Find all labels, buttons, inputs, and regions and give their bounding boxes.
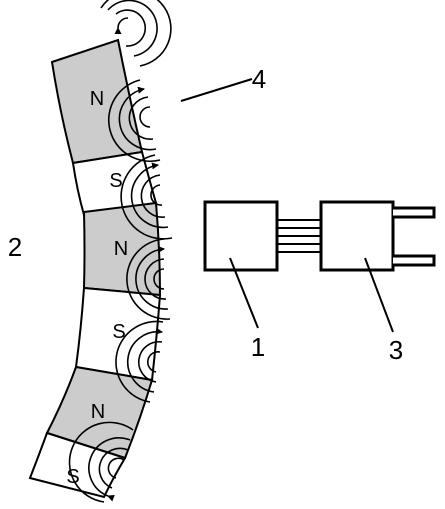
connector-pins xyxy=(393,206,436,267)
magnetic-field-arc-icon xyxy=(120,154,173,240)
sensor-assembly xyxy=(203,200,436,272)
pole-label-4: S xyxy=(112,321,125,343)
ring-segment-s-3 xyxy=(28,431,127,499)
connector-plug xyxy=(319,200,395,272)
callout-field-lines: 4 xyxy=(252,64,266,94)
pole-label-2: S xyxy=(109,170,122,192)
sensor-block xyxy=(203,200,279,272)
magnetic-field-arc-icon xyxy=(126,238,171,320)
magnet-ring: N S N S N S xyxy=(28,38,162,499)
magnetic-field-arc-icon xyxy=(115,320,164,403)
callout-sensor: 1 xyxy=(251,332,265,362)
sensor-leads xyxy=(277,219,321,253)
pole-label-3: N xyxy=(114,238,128,260)
pole-label-5: N xyxy=(91,401,105,423)
callout-magnet-ring: 2 xyxy=(8,232,22,262)
callout-connector: 3 xyxy=(389,335,403,365)
magnetic-field-arc-icon xyxy=(68,421,134,503)
leader-lines xyxy=(180,78,394,333)
magnetic-field-lines xyxy=(68,0,173,503)
pole-label-1: N xyxy=(90,88,104,110)
magnetic-field-arc-icon xyxy=(100,0,172,67)
